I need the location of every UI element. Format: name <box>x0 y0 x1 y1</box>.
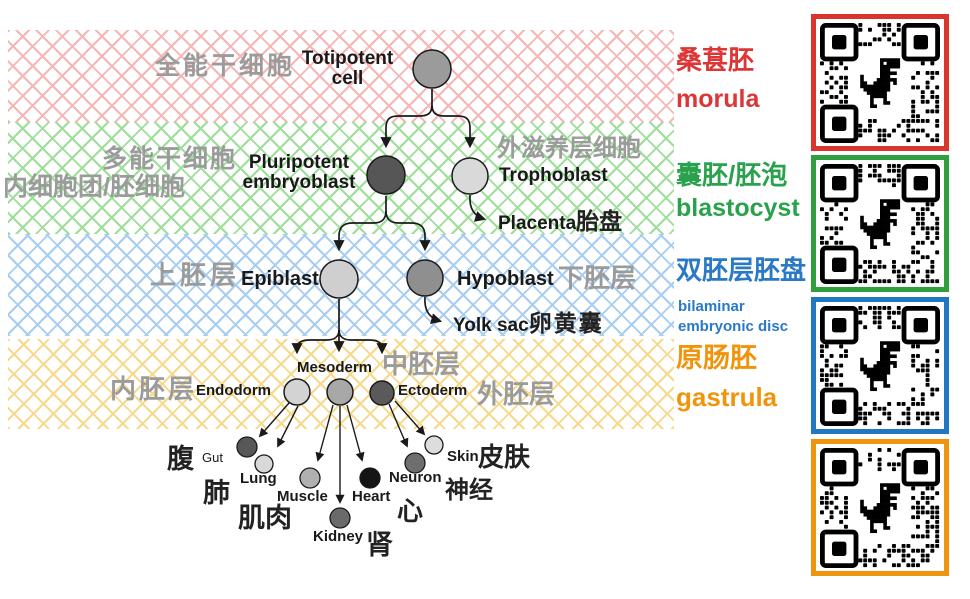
epiblast-en-label: Epiblast <box>241 268 319 290</box>
arrow-to-heart <box>346 404 365 462</box>
neuron-en-label: Neuron <box>389 469 442 486</box>
arrow-to-hypoblast <box>385 210 431 252</box>
heart-zh-label: 心 <box>397 496 424 526</box>
mesoderm-en-label: Mesoderm <box>297 359 373 376</box>
morula-band <box>8 30 674 122</box>
pluripotent-zh-label-2: 内细胞团/胚细胞 <box>3 173 185 201</box>
ectoderm-en-label: Ectoderm <box>398 382 468 399</box>
arrow-to-yolksac <box>424 296 443 324</box>
neuron-zh-label: 神经 <box>445 477 493 504</box>
mesoderm-zh-label: 中胚层 <box>382 349 461 379</box>
totipotent-zh-label: 全能干细胞 <box>155 52 296 80</box>
stage-bilaminar-en-2: embryonic disc <box>678 318 789 335</box>
muscle-en-label: Muscle <box>277 488 328 505</box>
lung-zh-label: 肺 <box>203 478 230 508</box>
totipotent-cell-node <box>412 49 452 89</box>
yolksac-label: Yolk sac卵黄囊 <box>453 310 604 336</box>
kidney-zh-label: 肾 <box>366 530 393 560</box>
stage-gastrula-en: gastrula <box>676 382 778 412</box>
lung-node <box>254 454 274 474</box>
embryoblast-en-label: Pluripotent embryoblast <box>242 152 356 193</box>
kidney-en-label: Kidney <box>313 528 364 545</box>
blastocyst-band <box>8 122 674 234</box>
pluripotent-zh-label-1: 多能干细胞 <box>102 145 238 173</box>
totipotent-en-label: Totipotent cell <box>301 48 394 89</box>
placenta-label: Placenta胎盘 <box>498 208 623 234</box>
qr-pattern <box>820 305 940 426</box>
skin-en-label: Skin <box>447 448 479 465</box>
embryoblast-node <box>366 155 406 195</box>
stage-bilaminar-en-1: bilaminar <box>678 298 745 315</box>
stage-blastocyst-zh: 囊胚/胚泡 <box>676 160 788 190</box>
qr-code-blastocyst <box>811 155 949 292</box>
qr-code-bilaminar <box>811 297 949 434</box>
qr-pattern <box>820 447 940 568</box>
epiblast-node <box>319 259 359 299</box>
epiblast-zh-label: 上胚层 <box>150 260 241 290</box>
qr-code-gastrula <box>811 439 949 576</box>
stage-bilaminar-zh: 双胚层胚盘 <box>676 255 807 285</box>
lung-en-label: Lung <box>240 470 277 487</box>
gut-node <box>236 436 258 458</box>
stage-blastocyst-en: blastocyst <box>676 194 800 222</box>
gut-zh-label: 腹 <box>167 444 194 474</box>
hypoblast-node <box>406 259 444 297</box>
heart-en-label: Heart <box>352 488 391 505</box>
stage-gastrula-zh: 原肠胚 <box>676 343 757 373</box>
endoderm-zh-label: 内胚层 <box>110 374 198 404</box>
arrow-to-lung <box>277 405 299 448</box>
trophoblast-en-label: Trophoblast <box>499 165 608 186</box>
ectoderm-node <box>369 380 395 406</box>
arrow-to-skin <box>394 400 426 436</box>
ectoderm-zh-label: 外胚层 <box>477 379 556 409</box>
arrow-to-endoderm <box>291 329 340 355</box>
skin-zh-label: 皮肤 <box>478 442 531 472</box>
trophoblast-node <box>451 157 489 195</box>
stage-morula-zh: 桑葚胚 <box>676 45 755 75</box>
kidney-node <box>329 507 351 529</box>
arrow-to-gut <box>258 402 290 438</box>
skin-node <box>424 435 444 455</box>
arrow-to-embryoblast <box>380 104 433 149</box>
qr-pattern <box>820 163 940 284</box>
endoderm-node <box>283 378 311 406</box>
heart-node <box>359 467 381 489</box>
gut-en-label: Gut <box>202 450 223 465</box>
arrow-to-placenta <box>469 194 487 222</box>
mesoderm-node <box>326 378 354 406</box>
muscle-node <box>299 467 321 489</box>
arrow-to-neuron <box>388 403 409 448</box>
stage-morula-en: morula <box>676 85 760 113</box>
neuron-node <box>404 452 426 474</box>
arrow-to-muscle <box>315 404 334 462</box>
arrow-to-trophoblast <box>431 104 476 149</box>
hypoblast-zh-label: 下胚层 <box>558 263 637 293</box>
hypoblast-en-label: Hypoblast <box>457 268 554 290</box>
muscle-zh-label: 肌肉 <box>238 503 292 533</box>
trophoblast-zh-label: 外滋养层细胞 <box>497 135 641 162</box>
endoderm-en-label: Endodorm <box>196 382 271 399</box>
arrow-to-epiblast <box>333 210 387 252</box>
qr-pattern <box>820 22 940 143</box>
qr-code-morula <box>811 14 949 151</box>
arrow-to-ectoderm <box>338 329 388 355</box>
